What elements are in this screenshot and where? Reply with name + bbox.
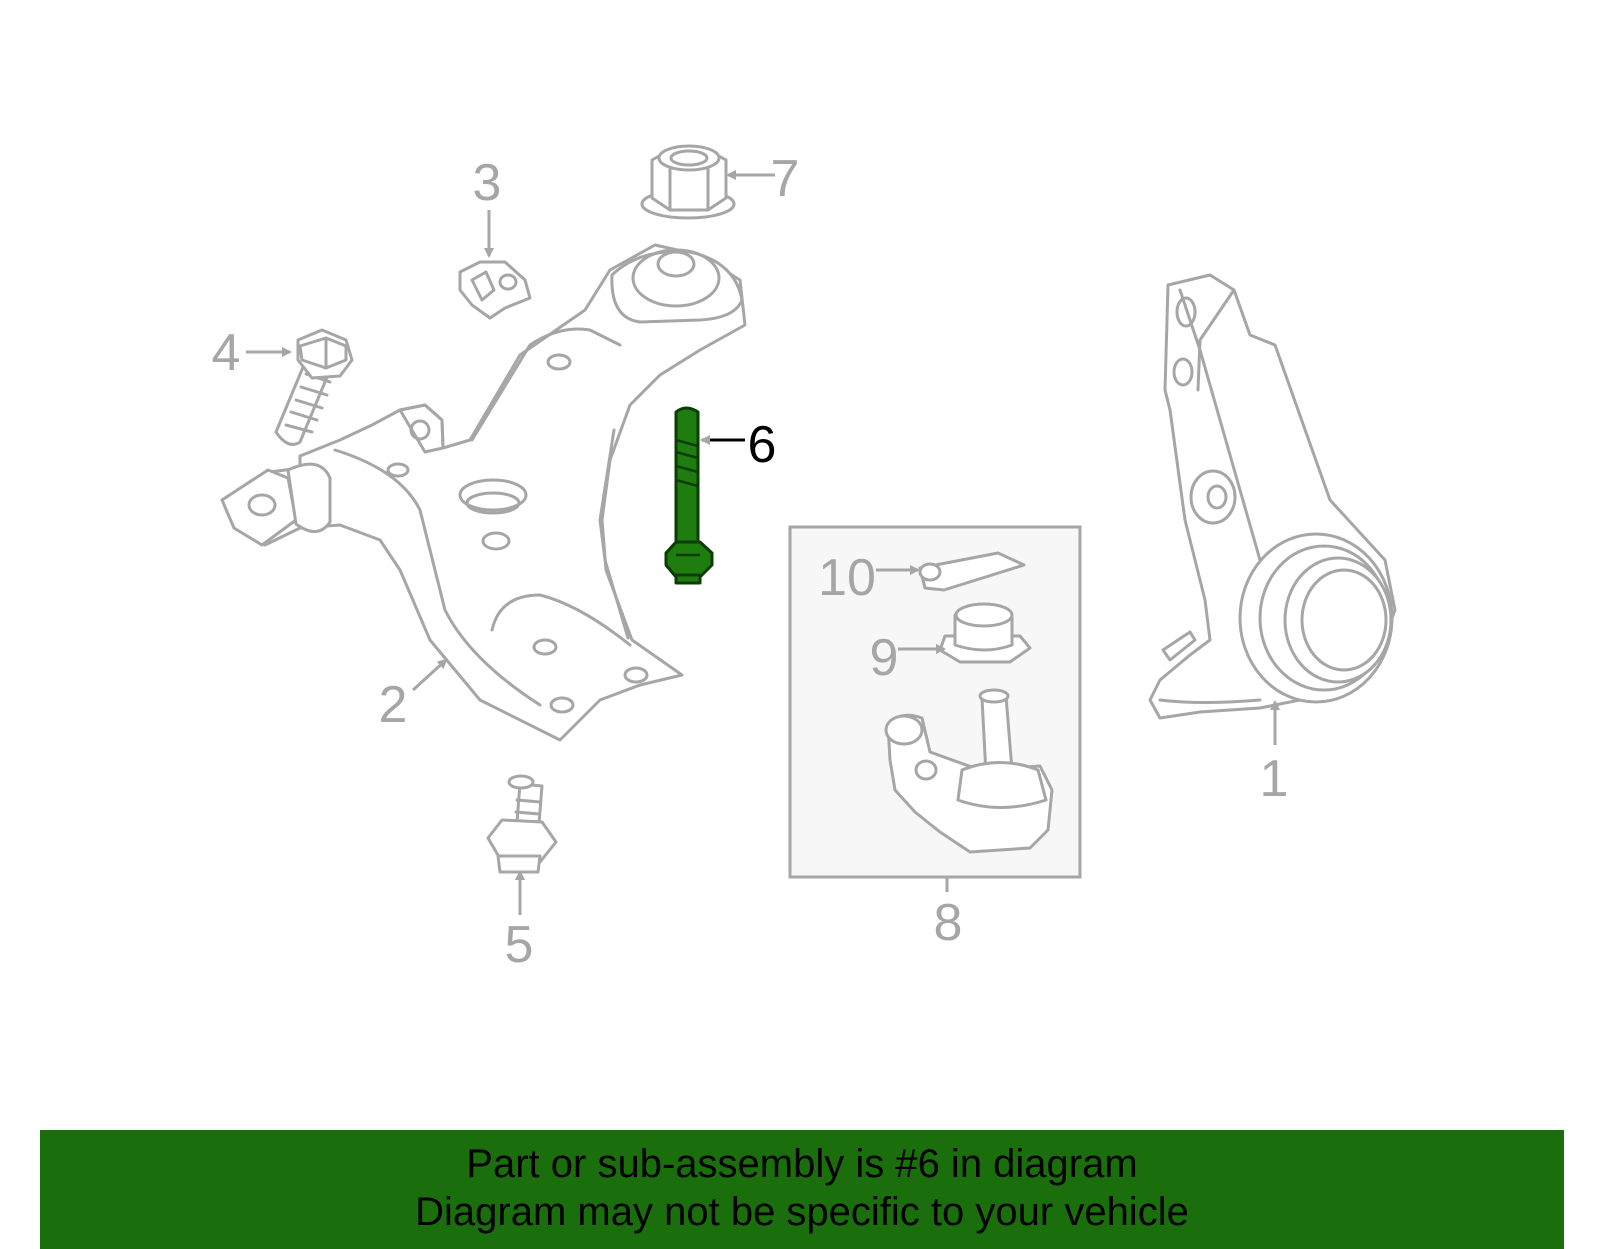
part-4-bolt[interactable] — [274, 328, 354, 446]
info-banner: Part or sub-assembly is #6 in diagram Di… — [40, 1130, 1564, 1249]
callout-4: 4 — [212, 324, 241, 382]
part-1-steering-knuckle[interactable] — [1148, 273, 1397, 720]
part-6-bolt-highlighted[interactable] — [664, 406, 714, 585]
part-5-stud-bolt[interactable] — [486, 774, 558, 874]
part-3-clip[interactable] — [458, 260, 532, 320]
callout-9: 9 — [870, 629, 899, 687]
banner-line-2: Diagram may not be specific to your vehi… — [415, 1190, 1189, 1234]
callout-1: 1 — [1260, 750, 1289, 808]
callout-6: 6 — [748, 416, 777, 474]
part-2-lower-control-arm[interactable] — [220, 243, 747, 742]
part-10-cotter-pin[interactable] — [918, 551, 1026, 592]
callout-5: 5 — [505, 916, 534, 974]
callout-7: 7 — [771, 150, 800, 208]
leader-lines — [246, 170, 1280, 915]
part-9-boot[interactable] — [938, 602, 1032, 664]
part-7-nut[interactable] — [640, 144, 736, 220]
banner-line-1: Part or sub-assembly is #6 in diagram — [466, 1142, 1138, 1186]
callout-2: 2 — [379, 676, 408, 734]
part-8-ball-joint-assembly[interactable] — [788, 525, 1082, 879]
callout-3: 3 — [473, 154, 502, 212]
callout-8: 8 — [934, 894, 963, 952]
callout-10: 10 — [818, 549, 876, 607]
